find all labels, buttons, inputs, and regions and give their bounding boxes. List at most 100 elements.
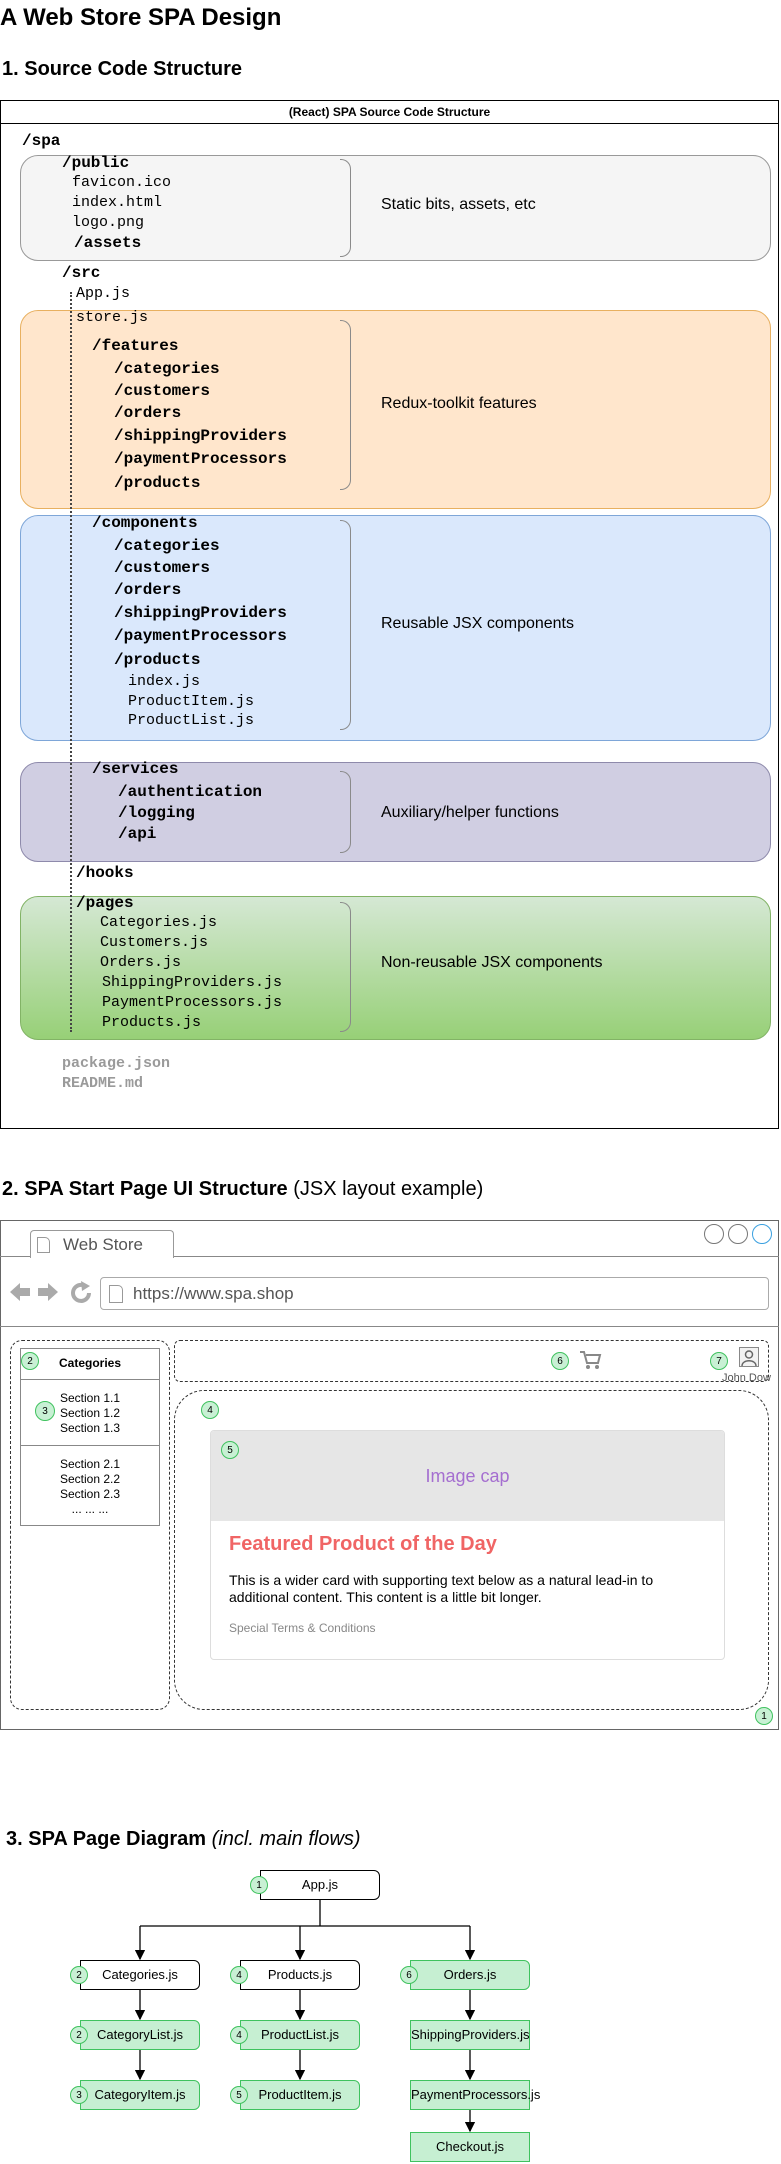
section3-heading: 3. SPA Page Diagram (incl. main flows): [6, 1828, 361, 1850]
components-customers: /customers: [114, 559, 211, 577]
address-bar[interactable]: https://www.spa.shop: [100, 1277, 769, 1310]
card-title: Featured Product of the Day: [229, 1533, 497, 1555]
categories-group-2[interactable]: Section 2.1 Section 2.2 Section 2.3 ... …: [21, 1446, 159, 1517]
features-products: /products: [114, 474, 201, 492]
folder-services: /services: [92, 760, 179, 778]
browser-tabbar-line: [0, 1256, 779, 1257]
badge-productitem: 5: [230, 2086, 248, 2104]
services-note: Auxiliary/helper functions: [381, 804, 559, 821]
section-item[interactable]: Section 2.2: [59, 1472, 121, 1486]
folder-features: /features: [92, 337, 179, 355]
file-logo: logo.png: [72, 214, 145, 231]
file-orders-js: Orders.js: [100, 954, 182, 971]
badge-3: 3: [35, 1401, 55, 1421]
section-item[interactable]: Section 2.1: [59, 1457, 121, 1471]
features-customers: /customers: [114, 382, 211, 400]
url-page-icon: [109, 1285, 123, 1303]
header-region: [174, 1340, 769, 1382]
features-note: Redux-toolkit features: [381, 395, 537, 412]
file-store-js-label: store.js: [76, 309, 149, 326]
components-band: [20, 515, 771, 741]
folder-pages: /pages: [76, 894, 134, 912]
sidebar-region: [10, 1340, 170, 1710]
node-shipping: ShippingProviders.js: [410, 2020, 530, 2050]
source-structure-box: (React) SPA Source Code Structure: [0, 100, 779, 1129]
folder-spa: /spa: [22, 132, 61, 150]
pages-brace: [340, 902, 351, 1032]
node-categorylist: CategoryList.js: [80, 2020, 200, 2050]
window-close-button[interactable]: [752, 1224, 772, 1244]
badge-app: 1: [250, 1876, 268, 1894]
cart-icon[interactable]: [578, 1348, 602, 1372]
badge-categoryitem: 3: [70, 2086, 88, 2104]
page-icon: [37, 1237, 50, 1253]
folder-assets: /assets: [74, 234, 142, 252]
card-image-cap: Image cap: [211, 1431, 724, 1521]
browser-tab[interactable]: Web Store: [30, 1230, 174, 1258]
section-item[interactable]: Section 1.3: [59, 1421, 121, 1435]
browser-window: [0, 1220, 779, 1730]
browser-toolbar-line: [0, 1326, 779, 1327]
flow-connectors: [134, 1900, 476, 2133]
badge-products: 4: [230, 1966, 248, 1984]
components-categories: /categories: [114, 537, 220, 555]
features-brace: [340, 320, 351, 490]
file-shipping-js: ShippingProviders.js: [102, 974, 283, 991]
features-categories: /categories: [114, 360, 220, 378]
features-band: [20, 310, 771, 509]
features-orders: /orders: [114, 404, 182, 422]
card-text: This is a wider card with supporting tex…: [229, 1572, 654, 1605]
public-brace: [340, 159, 351, 257]
pages-band: [20, 896, 771, 1040]
file-app-js: App.js: [76, 285, 131, 302]
page-title: A Web Store SPA Design: [0, 4, 282, 31]
folder-hooks: /hooks: [76, 864, 134, 882]
node-productitem: ProductItem.js: [240, 2080, 360, 2110]
services-api: /api: [118, 825, 157, 843]
public-band: [20, 155, 771, 261]
components-payment: /paymentProcessors: [114, 627, 287, 645]
features-payment: /paymentProcessors: [114, 450, 287, 468]
file-favicon: favicon.ico: [72, 174, 172, 191]
tab-label: Web Store: [63, 1235, 144, 1254]
badge-productlist: 4: [230, 2026, 248, 2044]
services-band: [20, 762, 771, 862]
source-structure-title: (React) SPA Source Code Structure: [1, 101, 778, 124]
file-components-index: index.js: [128, 673, 201, 690]
file-index-html: index.html: [72, 194, 163, 211]
window-minimize-button[interactable]: [704, 1224, 724, 1244]
node-categories: Categories.js: [80, 1960, 200, 1990]
section-item[interactable]: Section 1.1: [59, 1391, 121, 1405]
refresh-icon: [71, 1281, 91, 1303]
window-maximize-button[interactable]: [728, 1224, 748, 1244]
user-avatar-icon[interactable]: [739, 1347, 759, 1367]
badge-4: 4: [201, 1401, 219, 1419]
url-text: https://www.spa.shop: [133, 1284, 294, 1303]
badge-5: 5: [221, 1441, 239, 1459]
back-arrow-icon: [10, 1283, 30, 1301]
section-item[interactable]: Section 2.3: [59, 1487, 121, 1501]
public-note: Static bits, assets, etc: [381, 196, 536, 213]
tree-dotted-line: [70, 292, 72, 1032]
folder-src: /src: [62, 264, 101, 282]
file-readme: README.md: [62, 1075, 144, 1092]
pages-note: Non-reusable JSX components: [381, 954, 603, 971]
components-orders: /orders: [114, 581, 182, 599]
node-checkout: Checkout.js: [410, 2132, 530, 2162]
node-app: App.js: [260, 1870, 380, 1900]
categories-title: Categories: [21, 1349, 159, 1380]
components-brace: [340, 520, 351, 730]
card-footer: Special Terms & Conditions: [229, 1621, 376, 1635]
file-package-json: package.json: [62, 1055, 171, 1072]
file-payment-js: PaymentProcessors.js: [102, 994, 283, 1011]
services-brace: [340, 771, 351, 853]
features-shipping: /shippingProviders: [114, 427, 287, 445]
featured-card[interactable]: Image cap Featured Product of the Day Th…: [210, 1430, 725, 1660]
file-product-item: ProductItem.js: [128, 693, 255, 710]
components-note: Reusable JSX components: [381, 615, 574, 632]
components-shipping: /shippingProviders: [114, 604, 287, 622]
browser-nav-icons: [10, 1281, 91, 1303]
categories-group-1[interactable]: Section 1.1 Section 1.2 Section 1.3: [21, 1380, 159, 1446]
section-item[interactable]: Section 1.2: [59, 1406, 121, 1420]
badge-6: 6: [551, 1352, 569, 1370]
